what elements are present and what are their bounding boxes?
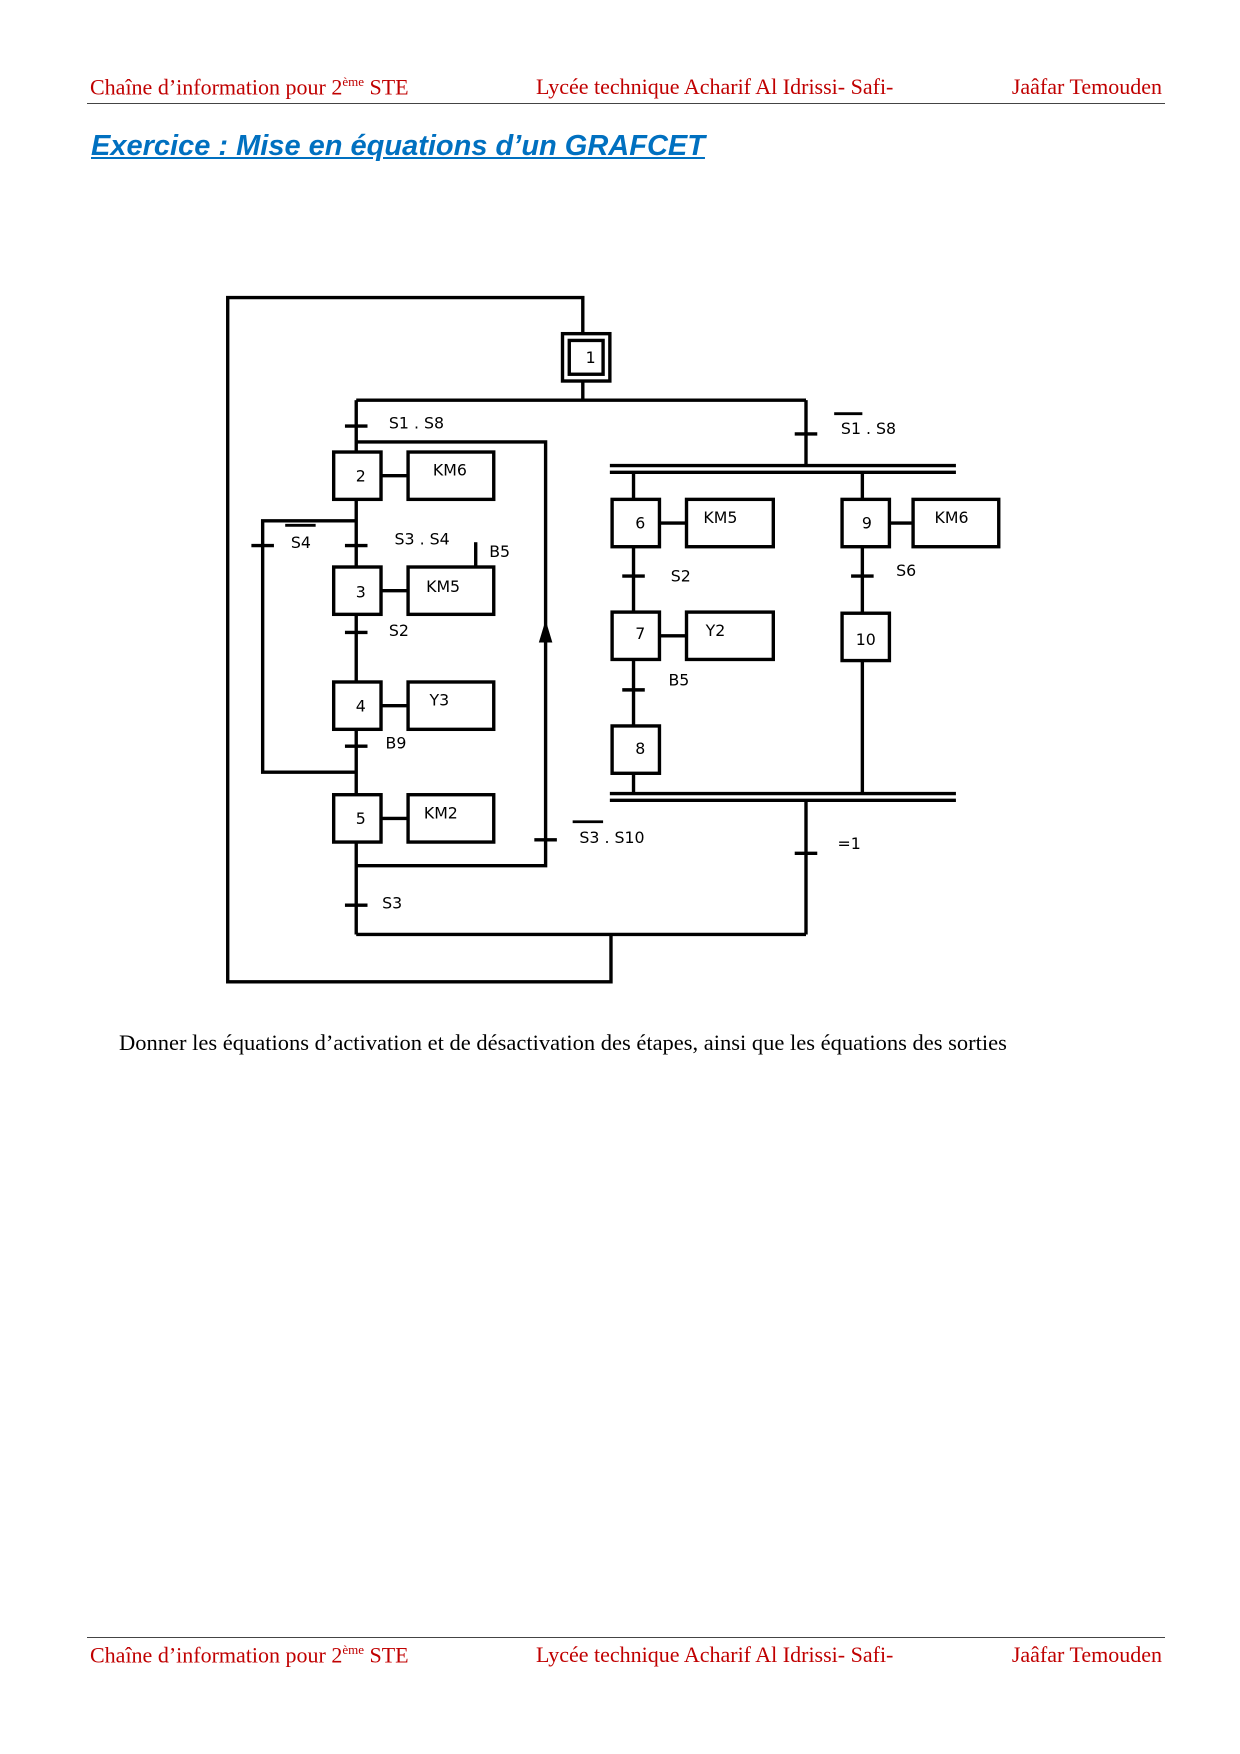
- header-divider: [87, 103, 1165, 104]
- step-6: 6: [635, 514, 645, 533]
- transition-1-6-9: S1 . S8: [841, 419, 896, 438]
- action-step7: Y2: [705, 621, 726, 640]
- footer-left-end: STE: [364, 1642, 409, 1668]
- header-left-end: STE: [364, 74, 409, 100]
- action-step2: KM6: [433, 461, 467, 480]
- footer-divider: [87, 1637, 1165, 1638]
- step-1: 1: [586, 348, 596, 367]
- transition-7-8: B5: [668, 670, 689, 689]
- header-right: Jaâfar Temouden: [1011, 74, 1162, 99]
- action-step5: KM2: [424, 803, 458, 822]
- header-center: Lycée technique Acharif Al Idrissi- Safi…: [536, 74, 894, 99]
- action-step3: KM5: [426, 577, 460, 596]
- action-step6: KM5: [703, 508, 737, 527]
- footer-sup: ème: [342, 1642, 364, 1657]
- page-footer: Chaîne d’information pour 2ème STE Lycée…: [87, 1642, 1165, 1672]
- step-2: 2: [356, 466, 366, 485]
- transition-5-2: S3 . S10: [579, 828, 644, 847]
- arrow-up-icon: [538, 619, 553, 643]
- transition-4-5: B9: [386, 733, 407, 752]
- step-3: 3: [356, 582, 366, 601]
- footer-center: Lycée technique Acharif Al Idrissi- Safi…: [536, 1642, 894, 1667]
- page-title: Exercice : Mise en équations d’un GRAFCE…: [91, 130, 705, 162]
- transition-join: =1: [838, 834, 861, 853]
- transition-3-4: S2: [389, 621, 409, 640]
- action-step9: KM6: [935, 508, 969, 527]
- step-8: 8: [635, 739, 645, 758]
- transition-2-3: S3 . S4: [395, 529, 450, 548]
- footer-left: Chaîne d’information pour 2: [90, 1642, 343, 1668]
- step-7: 7: [635, 624, 645, 643]
- step-5: 5: [356, 809, 366, 828]
- instruction-text: Donner les équations d’activation et de …: [119, 1030, 1007, 1055]
- transition-9-10: S6: [896, 561, 916, 580]
- page-header: Chaîne d’information pour 2ème STE Lycée…: [87, 74, 1165, 104]
- footer-right: Jaâfar Temouden: [1011, 1642, 1162, 1667]
- header-sup: ème: [342, 74, 364, 89]
- step-10: 10: [856, 630, 876, 649]
- action-step4: Y3: [428, 691, 449, 710]
- header-left: Chaîne d’information pour 2: [90, 74, 343, 100]
- step-9: 9: [862, 514, 872, 533]
- transition-2-4: S4: [291, 533, 311, 552]
- transition-1-2: S1 . S8: [389, 413, 444, 432]
- condition-b5: B5: [489, 542, 510, 561]
- transition-5-1: S3: [382, 894, 402, 913]
- step-4: 4: [356, 696, 366, 715]
- transition-6-7: S2: [671, 567, 691, 586]
